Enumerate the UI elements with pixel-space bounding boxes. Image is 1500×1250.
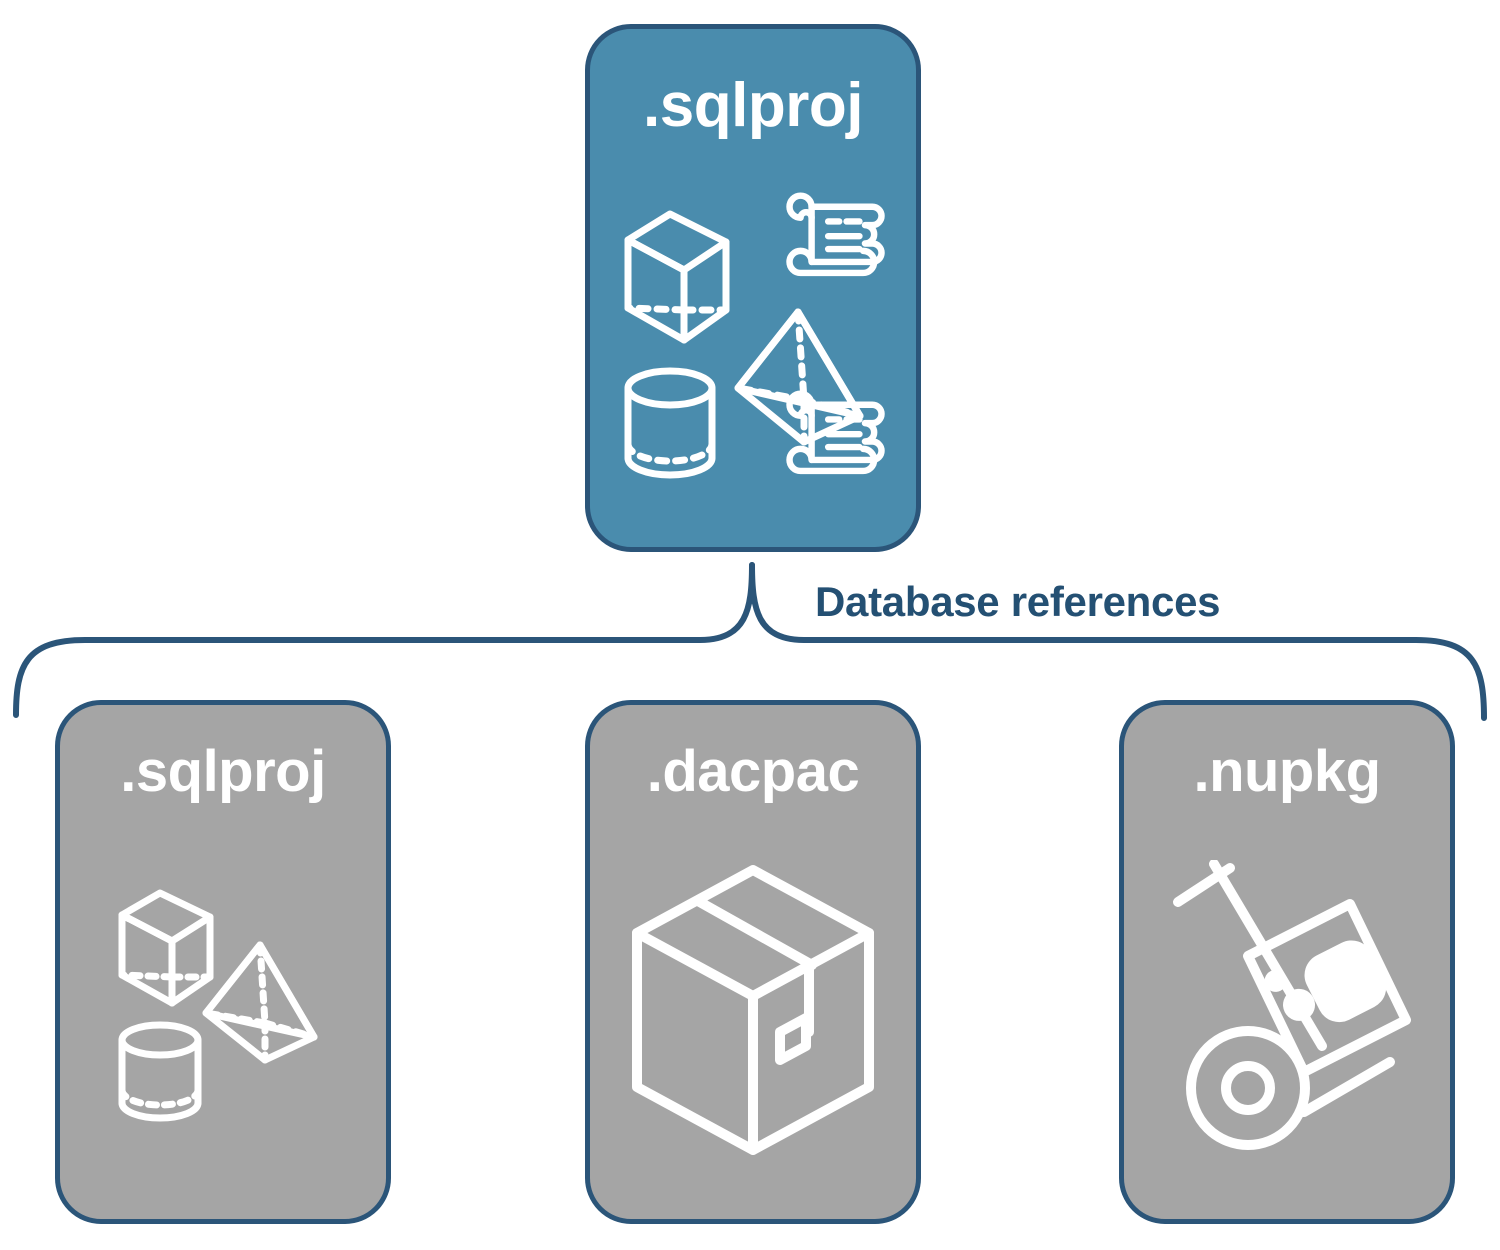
cylinder-wireframe-icon (624, 367, 716, 479)
card-title: .sqlproj (120, 739, 326, 804)
sqlproj-objects-illustration (118, 889, 318, 1122)
sqlproj-objects-illustration (624, 192, 885, 479)
card-reference-dacpac[interactable]: .dacpac (585, 700, 921, 1224)
package-box-icon (632, 865, 874, 1155)
card-reference-nupkg[interactable]: .nupkg (1119, 700, 1455, 1224)
pyramid-wireframe-icon (734, 308, 864, 446)
bracket-label: Database references (815, 578, 1221, 625)
cube-wireframe-icon (624, 210, 730, 344)
card-reference-sqlproj[interactable]: .sqlproj (55, 700, 391, 1224)
scroll-script-icon (786, 192, 885, 277)
card-artwork (1124, 801, 1450, 1219)
card-artwork (590, 137, 916, 547)
cube-wireframe-icon (118, 889, 214, 1007)
cylinder-wireframe-icon (118, 1021, 202, 1122)
card-title: .sqlproj (643, 71, 863, 140)
pyramid-wireframe-icon (202, 941, 318, 1064)
card-title: .dacpac (646, 739, 860, 804)
card-sqlproj-root[interactable]: .sqlproj (585, 24, 921, 552)
scroll-script-icon (786, 390, 885, 475)
card-title: .nupkg (1193, 739, 1381, 804)
card-artwork (60, 801, 386, 1219)
card-artwork (590, 801, 916, 1219)
hand-truck-package-icon (1173, 860, 1411, 1150)
nuget-glyph (1264, 940, 1387, 1023)
